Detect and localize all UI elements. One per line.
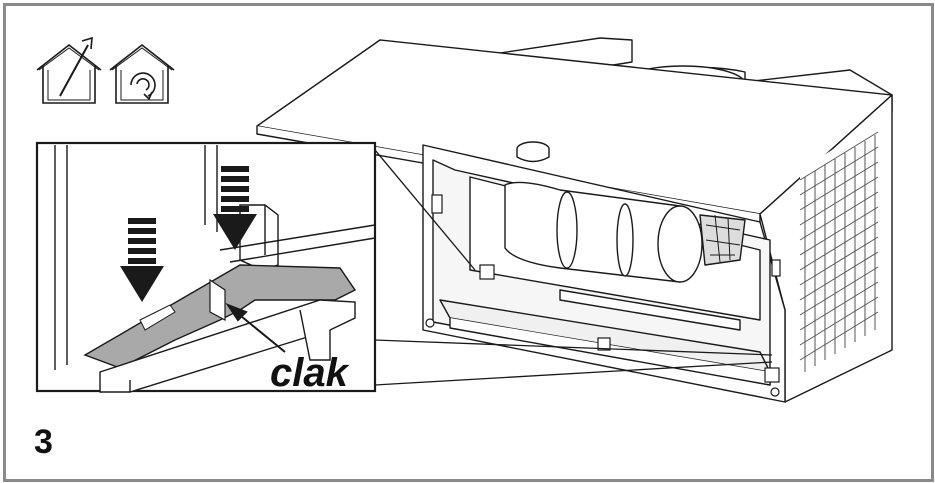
detail-inset: clak [35,141,377,395]
step-number: 3 [34,423,53,461]
ducted-exhaust-icon [36,36,102,104]
callout-lines [374,149,773,386]
clak-pointer-arrow [225,302,286,353]
side-vent-grid [799,131,879,372]
hood-clips [425,194,781,397]
range-hood [256,37,893,403]
callout-label: clak [270,351,350,395]
recirculation-icon [109,43,175,104]
figure-frame [3,3,934,482]
push-down-arrows [120,166,257,302]
